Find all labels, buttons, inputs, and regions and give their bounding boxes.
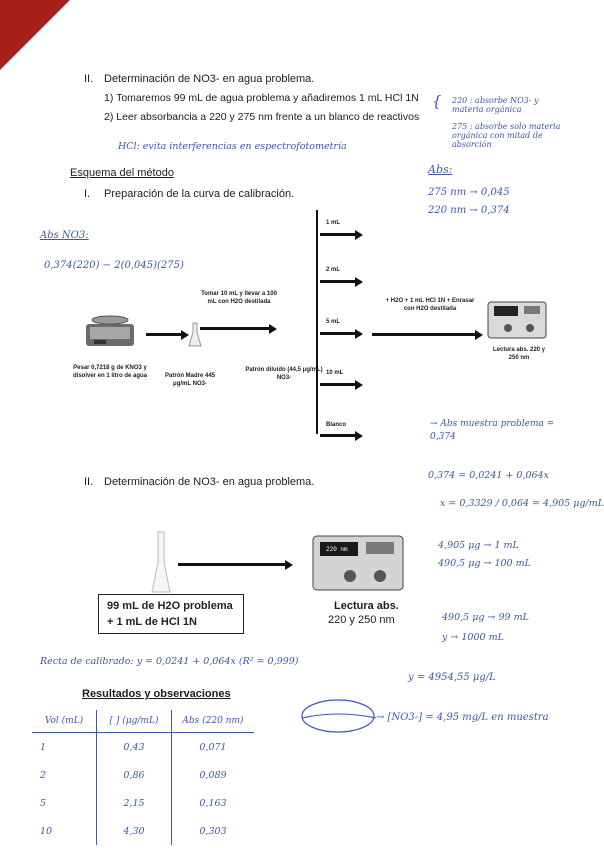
tube-arrow-2 [320, 277, 363, 287]
cell-abs: 0,163 [199, 797, 227, 809]
header-conc: [ ] (μg/mL) [96, 710, 172, 733]
tube-arrow-5 [320, 431, 363, 441]
abs-header: Abs: [428, 163, 453, 176]
spectrophotometer-large-icon [312, 535, 404, 591]
abs-no3-formula: 0,374(220) − 2(0,045)(275) [44, 260, 184, 271]
arrow-dilute [200, 324, 277, 334]
table-row: 5 2,15 0,163 [32, 789, 254, 817]
esquema-title: Esquema del método [70, 167, 174, 179]
tube-label-2: 2 mL [326, 267, 341, 273]
proportion-2a: 490,5 μg → 99 mL [442, 612, 529, 623]
section-top-title: Determinación de NO3- en agua problema. [104, 73, 315, 85]
x-calculation: x = 0,3329 / 0,064 = 4,905 μg/mL [440, 498, 604, 509]
balance-icon [86, 315, 134, 346]
spectrophotometer-icon [487, 301, 547, 339]
step-1: 1) Tomaremos 99 mL de agua problema y añ… [104, 92, 419, 104]
cell-vol: 2 [32, 761, 97, 789]
proportion-1b: 490,5 μg → 100 mL [438, 558, 531, 569]
arrow-sample [178, 560, 293, 570]
cell-conc: 0,86 [96, 761, 172, 789]
flask-icon [188, 322, 202, 347]
page-corner-decoration [0, 0, 70, 70]
weigh-text: Pesar 0,7218 g de KNO3 y disolver en 1 l… [72, 365, 148, 379]
calibration-line: Recta de calibrado: y = 0,0241 + 0,064x … [40, 656, 299, 667]
tube-label-1: 1 mL [326, 220, 341, 226]
tube-label-3: 5 mL [326, 319, 341, 325]
abs-no3-label: Abs NO3: [40, 230, 89, 241]
tube-label-4: 10 mL [326, 370, 344, 376]
esquema-subtitle: Preparación de la curva de calibración. [104, 188, 295, 200]
box-line-2: + 1 mL de HCl 1N [107, 616, 197, 628]
section-bottom-title: Determinación de NO3- en agua problema. [104, 476, 315, 488]
scribble-mark [301, 699, 377, 733]
esquema-numeral: I. [84, 188, 91, 200]
cell-abs: 0,303 [199, 825, 227, 837]
header-vol: Vol (mL) [32, 710, 97, 733]
table-header-row: Vol (mL) [ ] (μg/mL) Abs (220 nm) [32, 710, 254, 733]
y-result: y = 4954,55 μg/L [408, 672, 496, 683]
tube-arrow-1 [320, 230, 363, 240]
box-line-1: 99 mL de H2O problema [107, 600, 233, 612]
proportion-2b: y → 1000 mL [442, 632, 504, 643]
step-2: 2) Leer absorbancia a 220 y 275 nm frent… [104, 111, 420, 123]
table-row: 1 0,43 0,071 [32, 732, 254, 761]
table-row: 2 0,86 0,089 [32, 761, 254, 789]
cell-conc: 4,30 [96, 817, 172, 845]
final-result: → [NO3-] = 4,95 mg/L en muestra [376, 712, 549, 723]
cell-vol: 5 [32, 789, 97, 817]
section-bottom-numeral: II. [84, 476, 94, 488]
results-title: Resultados y observaciones [82, 688, 231, 700]
results-table: Vol (mL) [ ] (μg/mL) Abs (220 nm) 1 0,43… [32, 710, 254, 845]
reading-line-2: 220 y 250 nm [328, 614, 395, 626]
dilute-text: Tomar 10 mL y llevar a 100 mL con H2O de… [201, 291, 277, 305]
sample-box: 99 mL de H2O problema + 1 mL de HCl 1N [98, 594, 244, 634]
brace-mark: { [432, 92, 442, 110]
screen-text: 220 nm [326, 546, 348, 553]
header-abs: Abs (220 nm) [171, 710, 254, 733]
note-275: 275 : absorbe solo materia orgánica con … [452, 122, 561, 149]
cell-conc: 0,43 [96, 732, 172, 761]
note-hcl: HCl: evita interferencias en espectrofot… [118, 141, 347, 152]
cell-abs: 0,089 [199, 769, 227, 781]
stock-text: Patrón Madre 445 μg/mL NO3- [164, 373, 216, 387]
tube-arrow-3 [320, 329, 363, 339]
add-text: + H2O + 1 mL HCl 1N + Enrasar con H2O de… [385, 298, 475, 312]
arrow-weigh [146, 330, 189, 340]
cell-conc: 2,15 [96, 789, 172, 817]
reading-text: Lectura abs. 220 y 250 nm [492, 347, 546, 361]
note-220: 220 : absorbe NO3- y materia orgánica [452, 96, 539, 114]
proportion-1a: 4,905 μg → 1 mL [438, 540, 519, 551]
tube-label-5: Blanco [326, 422, 347, 428]
arrow-to-reader [372, 330, 483, 340]
cell-abs: 0,071 [199, 741, 227, 753]
abs-problem: → Abs muestra problema = 0,374 [430, 419, 555, 442]
abs-220: 220 nm → 0,374 [428, 205, 510, 216]
tube-bracket [316, 210, 318, 434]
abs-275: 275 nm → 0,045 [428, 187, 510, 198]
diluted-text: Patrón diluido (44,5 μg/mL) NO3- [245, 367, 323, 381]
cell-vol: 1 [32, 732, 97, 761]
tube-arrow-4 [320, 380, 363, 390]
sample-flask-icon [151, 531, 171, 593]
section-top-numeral: II. [84, 73, 94, 85]
cell-vol: 10 [32, 817, 97, 845]
regression-equation: 0,374 = 0,0241 + 0,064x [428, 470, 549, 481]
table-row: 10 4,30 0,303 [32, 817, 254, 845]
reading-line-1: Lectura abs. [334, 600, 399, 612]
